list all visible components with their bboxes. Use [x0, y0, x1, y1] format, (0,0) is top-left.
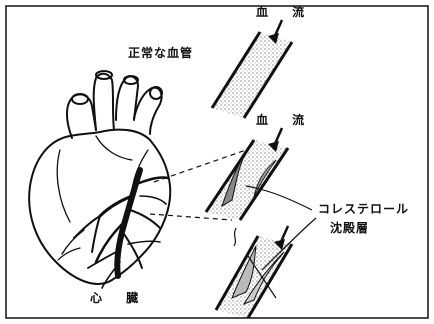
blocked-vessel [216, 226, 292, 318]
deposit-layer-label: 沈殿層 [330, 222, 369, 234]
aorta-left-branch [67, 94, 96, 138]
heart-label: 心 臓 [90, 292, 148, 304]
figure-frame [6, 6, 428, 318]
normal-vessel [212, 20, 292, 118]
cholesterol-label: コレステロール [318, 203, 409, 215]
vessel-branch-3 [134, 88, 162, 134]
narrowed-vessel [206, 128, 288, 220]
connector-squiggle [234, 228, 236, 246]
blood-flow-label-top: 血 流 [256, 6, 314, 18]
coronary-artery-tree [58, 170, 168, 288]
normal-vessel-label: 正常な血管 [128, 47, 193, 59]
vessel-branch-1 [94, 74, 114, 130]
blood-flow-label-mid: 血 流 [256, 114, 314, 126]
vessel-opening-1 [72, 94, 88, 104]
